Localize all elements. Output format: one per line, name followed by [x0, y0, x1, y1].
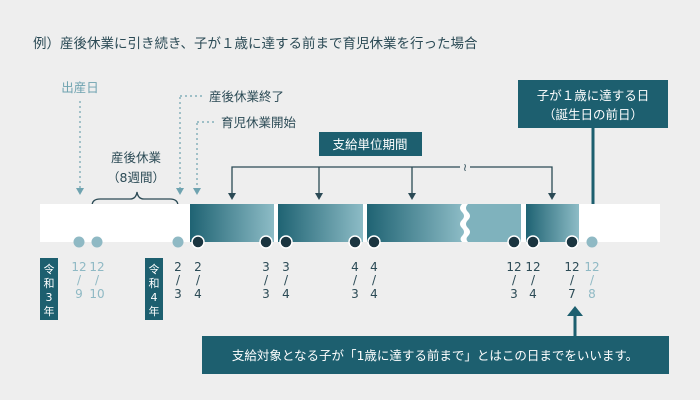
date-slash: / [95, 273, 100, 287]
leave-segment-1 [190, 204, 274, 242]
payment-arrowhead-3 [408, 193, 416, 200]
date-day-label: 9 [75, 287, 83, 301]
date-dot-3-4 [279, 235, 293, 249]
leave-segment-2 [278, 204, 363, 242]
postnatal-end-label: 産後休業終了 [209, 89, 284, 104]
postnatal-end-arrowhead [176, 188, 184, 195]
date-month-label: 2 [194, 260, 202, 274]
date-dot-4-3 [348, 235, 362, 249]
deadline-box [518, 80, 668, 128]
date-dot-2-3 [172, 236, 184, 248]
postnatal-leave-label: 産後休業 [111, 150, 162, 165]
payment-arrowhead-4 [548, 193, 556, 200]
note-arrowhead [567, 306, 583, 316]
era-tag-1-num: 3 [46, 291, 53, 304]
payment-unit-label: 支給単位期間 [332, 137, 407, 152]
date-day-label: 4 [370, 287, 378, 301]
birth-day-label: 出産日 [61, 80, 99, 95]
payment-arrowhead-1 [228, 193, 236, 200]
date-month-label: 4 [370, 260, 378, 274]
date-month-label: 3 [262, 260, 270, 274]
era-tag-2-era-c2: 和 [149, 277, 160, 290]
date-dot-12-7 [565, 235, 579, 249]
date-slash: / [590, 273, 595, 287]
era-tag-1-era-c2: 和 [44, 277, 55, 290]
date-dot-12-9 [73, 236, 85, 248]
date-slash: / [512, 273, 517, 287]
date-slash: / [372, 273, 377, 287]
era-tag-2-num: 4 [151, 291, 158, 304]
leave-segment-3b [466, 204, 521, 242]
era-tag-reiwa-3 [40, 258, 58, 320]
date-dot-12-8 [586, 236, 598, 248]
date-slash: / [570, 273, 575, 287]
era-tag-1-era-c1: 令 [44, 262, 55, 276]
date-day-label: 4 [282, 287, 290, 301]
date-dot-3-3 [259, 235, 273, 249]
date-day-label: 3 [174, 287, 182, 301]
date-day-label: 7 [568, 287, 576, 301]
era-tag-reiwa-4 [145, 258, 163, 320]
date-month-label: 12 [71, 260, 86, 274]
date-month-label: 12 [525, 260, 540, 274]
date-month-label: 12 [564, 260, 579, 274]
childcare-start-arrowhead [193, 188, 201, 195]
date-day-label: 3 [262, 287, 270, 301]
note-box [202, 336, 669, 374]
birth-day-arrowhead [76, 188, 84, 195]
payment-bracket-line [231, 166, 553, 195]
era-tag-1-unit: 年 [44, 304, 55, 318]
date-dot-4-4 [367, 235, 381, 249]
date-slash: / [264, 273, 269, 287]
postnatal-weeks-label: （8週間） [107, 170, 165, 185]
date-dot-12-3 [507, 235, 521, 249]
payment-arrowhead-2 [315, 193, 323, 200]
note-text: 支給対象となる子が「1歳に達する前まで」とはこの日までをいいます。 [232, 348, 638, 363]
date-day-label: 4 [194, 287, 202, 301]
date-dot-12-4 [526, 235, 540, 249]
payment-unit-box [319, 132, 422, 156]
deadline-label-line2: （誕生日の前日） [543, 107, 643, 122]
date-month-label: 4 [351, 260, 359, 274]
date-month-label: 2 [174, 260, 182, 274]
date-day-label: 3 [510, 287, 518, 301]
date-dot-12-10 [91, 236, 103, 248]
leave-segment-3 [367, 204, 464, 242]
date-slash: / [531, 273, 536, 287]
date-month-label: 3 [282, 260, 290, 274]
date-dot-2-4 [191, 235, 205, 249]
date-slash: / [77, 273, 82, 287]
date-slash: / [353, 273, 358, 287]
postnatal-brace [91, 191, 179, 207]
date-slash: / [196, 273, 201, 287]
date-day-label: 3 [351, 287, 359, 301]
date-month-label: 12 [584, 260, 599, 274]
date-labels: 12/912/102/32/43/33/44/34/412/312/412/71… [71, 260, 599, 301]
childcare-start-label: 育児休業開始 [221, 115, 297, 130]
date-day-label: 8 [588, 287, 596, 301]
date-day-label: 10 [89, 287, 104, 301]
deadline-label-line1: 子が１歳に達する日 [537, 88, 650, 103]
date-month-label: 12 [89, 260, 104, 274]
date-slash: / [284, 273, 289, 287]
era-tag-2-era-c1: 令 [149, 262, 160, 276]
era-tag-2-unit: 年 [149, 304, 160, 318]
bracket-break-mark: ≀ [463, 161, 467, 174]
date-day-label: 4 [529, 287, 537, 301]
diagram-title: 例）産後休業に引き続き、子が１歳に達する前まで育児休業を行った場合 [33, 35, 478, 52]
date-month-label: 12 [506, 260, 521, 274]
date-slash: / [176, 273, 181, 287]
